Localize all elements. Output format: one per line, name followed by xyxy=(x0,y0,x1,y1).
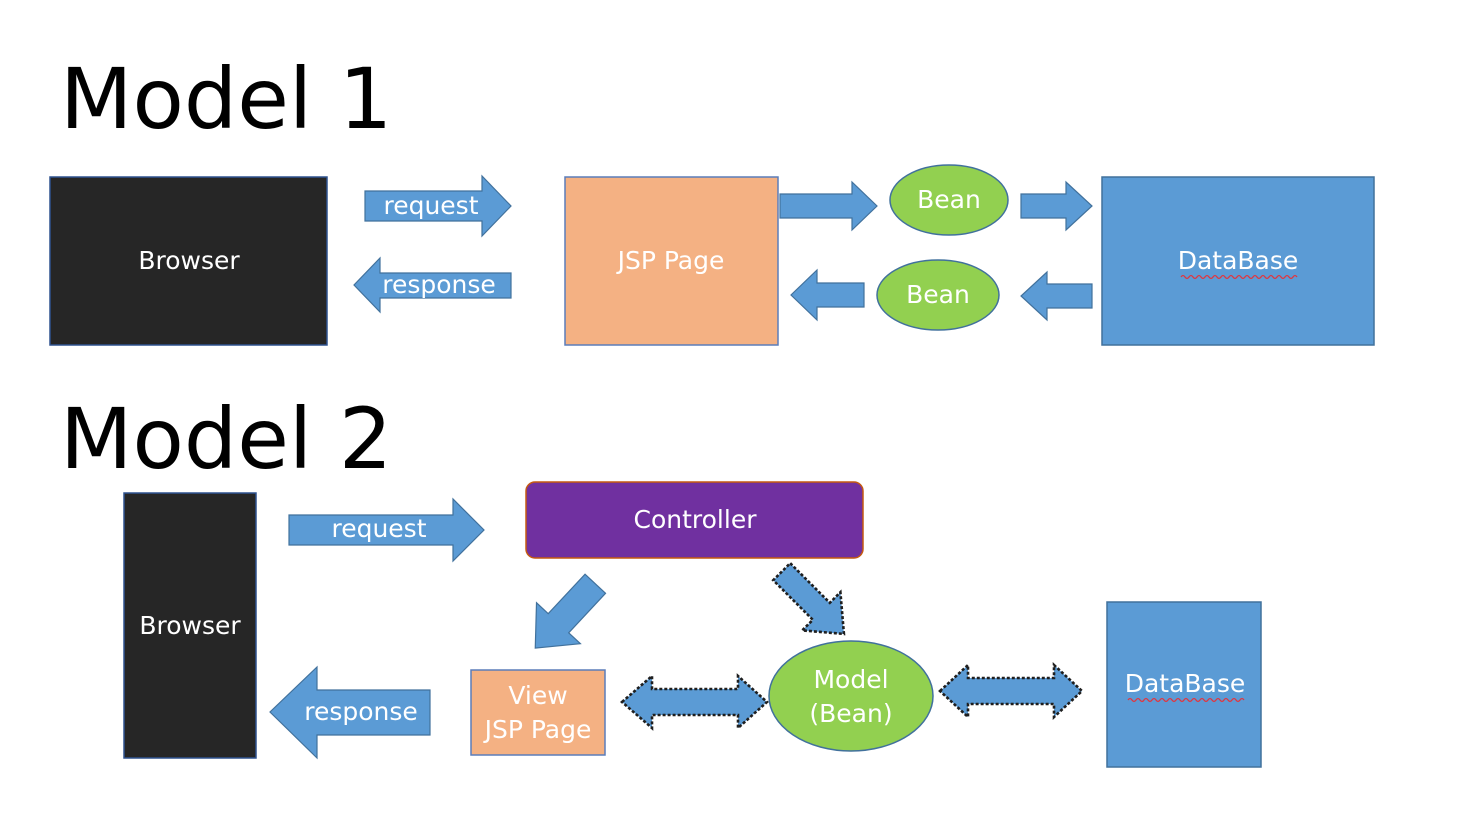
model1-bean-to-jsp-arrow xyxy=(790,268,865,322)
model2-model-label-line1: Model xyxy=(813,665,888,694)
model2-title: Model 2 xyxy=(60,390,392,488)
model2-view-label-line1: View xyxy=(508,681,567,710)
model1-jsp-page-box xyxy=(564,176,779,346)
model1-response-arrow xyxy=(353,256,512,314)
model1-database-to-bean-arrow xyxy=(1020,270,1093,322)
model1-bean-top xyxy=(889,164,1009,236)
model2-browser-box xyxy=(123,492,257,759)
model2-request-label: request xyxy=(331,514,426,543)
model1-response-label: response xyxy=(382,270,496,299)
model1-jsp-page-label: JSP Page xyxy=(616,246,725,275)
model2-view-model-double-arrow xyxy=(620,673,769,731)
model2-browser-label: Browser xyxy=(139,611,241,640)
model2-response-arrow xyxy=(269,665,431,760)
model2-view-jsp-page-box xyxy=(470,669,606,756)
model1-database-label: DataBase xyxy=(1178,246,1299,275)
model2-controller-label: Controller xyxy=(634,505,758,534)
model1-bean-bottom-label: Bean xyxy=(906,280,970,309)
model2-controller-to-model-arrow xyxy=(771,561,846,636)
model2-model-database-double-arrow xyxy=(938,662,1084,720)
model1-request-arrow xyxy=(364,174,512,238)
model1-bean-bottom xyxy=(876,259,1000,331)
model2-request-arrow xyxy=(288,497,485,563)
model1-browser-label: Browser xyxy=(138,246,240,275)
model2-database-label: DataBase xyxy=(1125,669,1246,698)
model2-controller-box xyxy=(525,481,864,559)
model1-bean-top-label: Bean xyxy=(917,185,981,214)
model1-browser-box xyxy=(49,176,328,346)
model2-section: Model 2 Browser request Controller respo… xyxy=(60,390,1262,768)
model2-database-box xyxy=(1106,601,1262,768)
model1-database-box xyxy=(1101,176,1375,346)
model2-database-spellcheck-underline xyxy=(1127,697,1245,703)
model2-view-label-line2: JSP Page xyxy=(483,715,592,744)
model1-section: Model 1 Browser request response JSP Pag… xyxy=(49,50,1375,346)
model1-request-label: request xyxy=(383,191,478,220)
model2-model-bean-ellipse xyxy=(768,640,934,752)
model2-response-label: response xyxy=(304,697,418,726)
model1-bean-to-database-arrow xyxy=(1020,180,1093,232)
model1-database-spellcheck-underline xyxy=(1180,274,1298,280)
model2-model-label-line2: (Bean) xyxy=(809,699,892,728)
model2-controller-to-view-arrow xyxy=(534,573,607,649)
model1-title: Model 1 xyxy=(60,50,392,148)
model1-jsp-to-bean-arrow xyxy=(779,180,878,232)
